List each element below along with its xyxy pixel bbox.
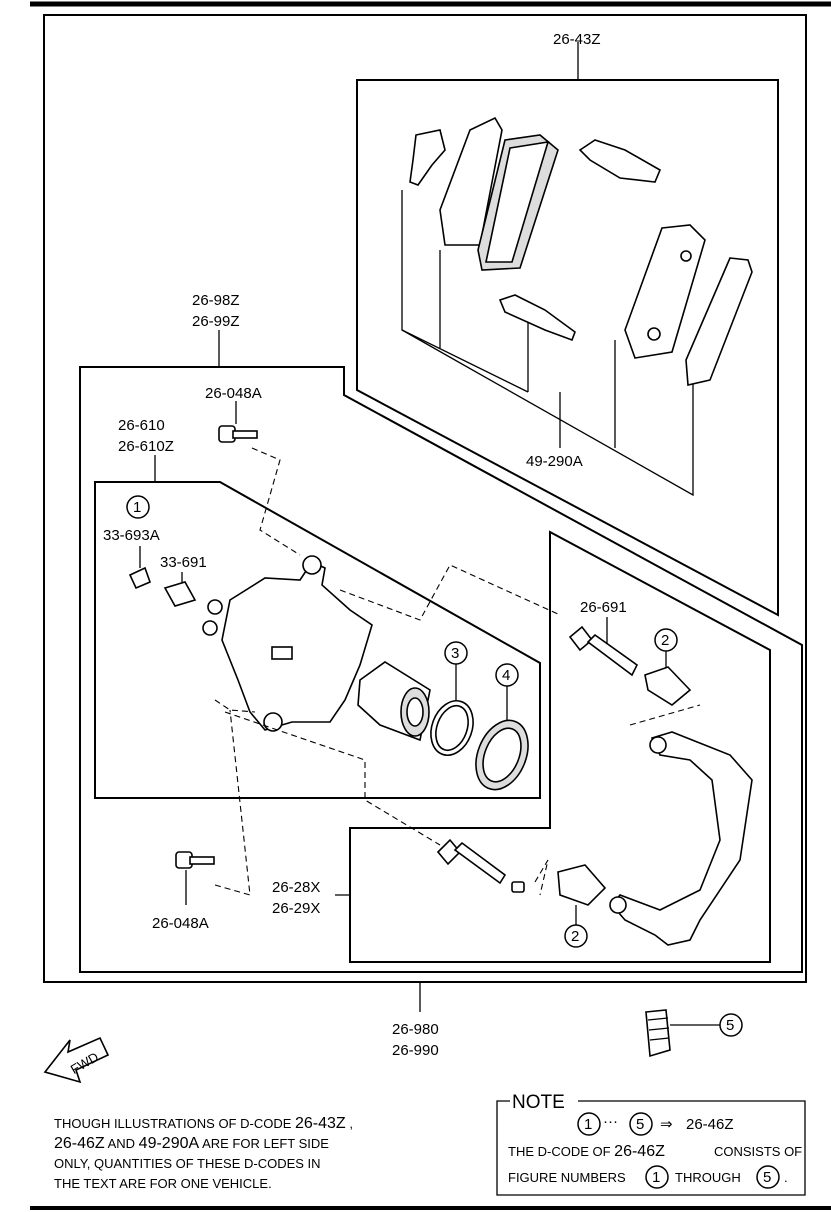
bleeder-label: 33-691 [160, 554, 207, 571]
svg-text:1: 1 [584, 1116, 592, 1133]
svg-text:THE D-CODE OF 26-46Z: THE D-CODE OF 26-46Z [508, 1143, 665, 1160]
svg-text:26-46Z AND 49-290A ARE FOR LEF: 26-46Z AND 49-290A ARE FOR LEFT SIDE [54, 1135, 329, 1152]
guide-pin-bottom-label-1: 26-28X [272, 879, 320, 896]
callout-circle-2-bottom [564, 924, 588, 948]
cap-label: 33-693A [103, 527, 160, 544]
svg-text:5: 5 [726, 1017, 734, 1034]
guide-pin-top-label: 26-691 [580, 599, 627, 616]
bracket-label-2: 26-990 [392, 1042, 439, 1059]
caliper-body-box [94, 481, 541, 799]
svg-text:⇒: ⇒ [660, 1116, 673, 1133]
pad-kit-box [356, 79, 779, 617]
footnote: THOUGH ILLUSTRATIONS OF D-CODE 26-43Z , … [54, 1115, 353, 1191]
svg-text:1: 1 [652, 1169, 660, 1186]
svg-text:THROUGH: THROUGH [675, 1170, 741, 1185]
svg-text:3: 3 [451, 645, 459, 662]
caliper-assembly-label-2: 26-99Z [192, 313, 240, 330]
svg-text:1: 1 [133, 499, 141, 516]
svg-text:ONLY, QUANTITIES OF THESE D-CO: ONLY, QUANTITIES OF THESE D-CODES IN [54, 1156, 321, 1171]
pad-kit-label: 26-43Z [553, 31, 601, 48]
callout-circle-5 [719, 1013, 743, 1037]
svg-text:···: ··· [603, 1113, 618, 1130]
bracket-box [349, 530, 771, 963]
guide-pin-bottom-label-2: 26-29X [272, 900, 320, 917]
shim-kit-label: 49-290A [526, 453, 583, 470]
note-title: NOTE [512, 1092, 565, 1113]
caliper-bracket-icon [609, 731, 753, 946]
svg-text:.: . [784, 1170, 788, 1185]
caliper-body-icon [202, 555, 373, 732]
bolt-top-icon [218, 425, 258, 443]
svg-text:CONSISTS OF: CONSISTS OF [714, 1144, 802, 1159]
svg-text:2: 2 [661, 632, 669, 649]
guide-pin-boot-top-icon [644, 666, 692, 706]
caliper-assembly-label-1: 26-98Z [192, 292, 240, 309]
grease-packet-icon [645, 1009, 671, 1058]
svg-text:2: 2 [571, 928, 579, 945]
svg-text:THE TEXT ARE FOR ONE VEHICLE.: THE TEXT ARE FOR ONE VEHICLE. [54, 1176, 272, 1191]
svg-text:5: 5 [763, 1169, 771, 1186]
svg-text:THOUGH ILLUSTRATIONS OF D-CODE: THOUGH ILLUSTRATIONS OF D-CODE 26-43Z , [54, 1115, 353, 1132]
bleeder-cap-icon [128, 566, 152, 590]
brake-pad-outer-icon [477, 134, 559, 271]
guide-pin-top-icon [568, 625, 639, 677]
svg-text:5: 5 [636, 1116, 644, 1133]
caliper-label-1: 26-610 [118, 417, 165, 434]
anti-rattle-clip-icon [578, 139, 662, 183]
caliper-assembly-box [79, 366, 803, 973]
bolt-top-label: 26-048A [205, 385, 262, 402]
piston-seal-icon [430, 700, 474, 756]
piston-icon [357, 661, 431, 742]
svg-text:FIGURE NUMBERS: FIGURE NUMBERS [508, 1170, 626, 1185]
outer-assembly-frame [43, 14, 807, 983]
brake-pad-inner-icon [624, 224, 706, 359]
guide-pin-bottom-icon [436, 838, 525, 893]
bracket-label-1: 26-980 [392, 1021, 439, 1038]
note-box: NOTE 1 ··· 5 ⇒ 26-46Z THE D-CODE OF 26-4… [496, 1092, 806, 1196]
dust-boot-icon [475, 719, 529, 791]
wear-indicator-clip-icon [498, 294, 576, 342]
svg-text:26-46Z: 26-46Z [686, 1116, 734, 1133]
svg-text:4: 4 [502, 667, 510, 684]
bolt-bottom-label: 26-048A [152, 915, 209, 932]
caliper-label-2: 26-610Z [118, 438, 174, 455]
bolt-bottom-icon [175, 851, 215, 869]
bleeder-screw-icon [163, 581, 197, 607]
pad-shim-inner-right-icon [685, 257, 753, 386]
callout-circle-1 [126, 495, 150, 519]
guide-pin-boot-bottom-icon [557, 864, 607, 906]
pad-shim-outer-icon [409, 129, 446, 186]
fwd-arrow-icon: FWD [43, 1036, 110, 1084]
